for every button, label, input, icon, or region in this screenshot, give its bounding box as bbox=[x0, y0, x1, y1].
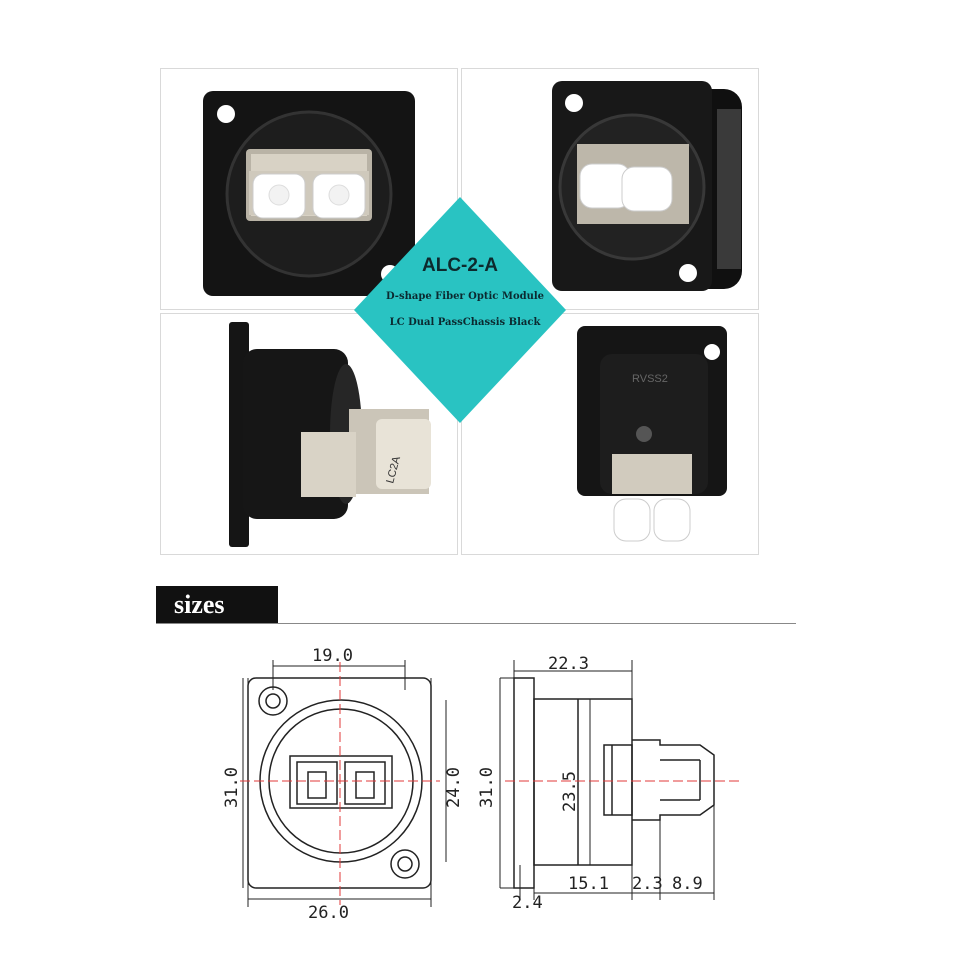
dim-tail: 8.9 bbox=[672, 874, 703, 894]
dim-body-length: 15.1 bbox=[568, 874, 609, 894]
dim-inner-width: 19.0 bbox=[312, 646, 353, 666]
front-view-image bbox=[203, 91, 415, 296]
dim-length: 22.3 bbox=[548, 654, 589, 674]
dim-flange: 2.4 bbox=[512, 893, 543, 913]
sizes-heading: sizes bbox=[156, 586, 278, 624]
dim-step: 2.3 bbox=[632, 874, 663, 894]
dim-outer-height: 31.0 bbox=[222, 767, 242, 808]
product-description-line2: LC Dual PassChassis Black bbox=[389, 317, 541, 328]
photo-front-view bbox=[160, 68, 458, 310]
watermark-text: RVSS2 bbox=[632, 373, 668, 385]
product-description-line1: D-shape Fiber Optic Module bbox=[385, 291, 545, 302]
product-model: ALC-2-A bbox=[422, 255, 498, 276]
dim-body-height: 23.5 bbox=[560, 771, 580, 812]
rear-view-image: RVSS2 bbox=[577, 326, 727, 542]
front-drawing bbox=[242, 660, 447, 907]
dim-outer-width: 26.0 bbox=[308, 903, 349, 923]
dim-inner-height: 24.0 bbox=[444, 767, 464, 808]
photo-angled-view bbox=[461, 68, 759, 310]
sizes-divider bbox=[156, 623, 796, 624]
side-drawing bbox=[499, 660, 715, 900]
front-centerlines bbox=[240, 662, 440, 905]
angled-view-image bbox=[552, 81, 742, 291]
side-view-image: LC2A bbox=[229, 322, 431, 547]
dim-side-height: 31.0 bbox=[477, 767, 497, 808]
